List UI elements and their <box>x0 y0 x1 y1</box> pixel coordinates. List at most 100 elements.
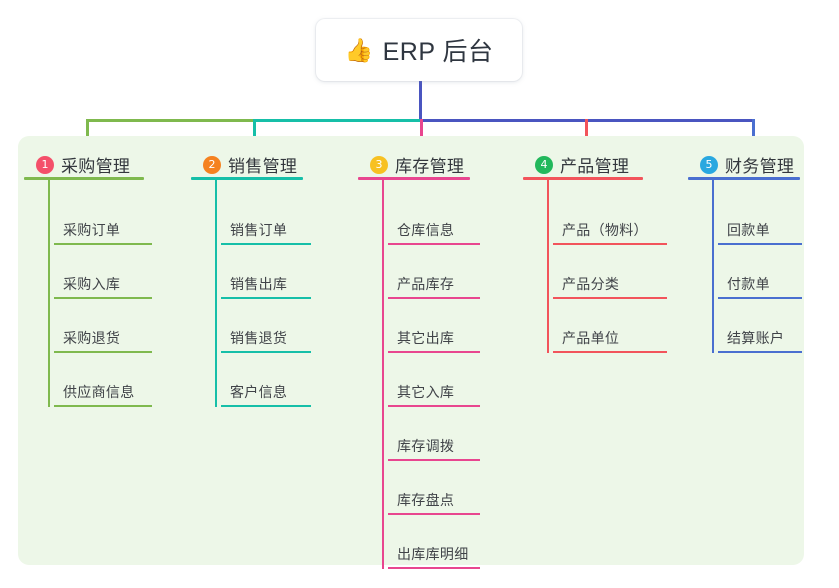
module-item[interactable]: 产品（物料） <box>553 191 667 245</box>
module-item[interactable]: 出库库明细 <box>388 515 480 569</box>
module-item-rule <box>388 405 480 407</box>
module-item-rule <box>388 243 480 245</box>
module-item-label: 产品单位 <box>562 330 620 346</box>
module-item-label: 供应商信息 <box>63 384 135 400</box>
module-item[interactable]: 其它入库 <box>388 353 480 407</box>
module-item-rule <box>388 297 480 299</box>
root-node-label: 👍 ERP 后台 <box>344 32 493 68</box>
module-item[interactable]: 其它出库 <box>388 299 480 353</box>
module-item-label: 其它出库 <box>397 330 455 346</box>
module-item[interactable]: 销售订单 <box>221 191 311 245</box>
module-spine <box>215 179 217 407</box>
module-item-label: 库存调拨 <box>397 438 455 454</box>
branch-drop-1 <box>86 119 89 142</box>
module-item[interactable]: 销售出库 <box>221 245 311 299</box>
module-item-label: 产品库存 <box>397 276 455 292</box>
module-item-label: 仓库信息 <box>397 222 455 238</box>
module-item-label: 回款单 <box>727 222 770 238</box>
module-item[interactable]: 产品单位 <box>553 299 667 353</box>
module-spine <box>547 179 549 353</box>
module-item-rule <box>553 351 667 353</box>
module-item-rule <box>221 405 311 407</box>
module-column: 3 库存管理仓库信息产品库存其它出库其它入库库存调拨库存盘点出库库明细 <box>358 136 482 569</box>
module-item[interactable]: 采购订单 <box>54 191 152 245</box>
module-item-rule <box>54 351 152 353</box>
module-header-3[interactable]: 3 库存管理 <box>370 152 464 177</box>
module-item-label: 销售出库 <box>230 276 288 292</box>
module-item[interactable]: 销售退货 <box>221 299 311 353</box>
branch-drop-5 <box>752 119 755 142</box>
module-header-rule <box>523 177 643 180</box>
module-item-label: 产品（物料） <box>562 222 648 238</box>
module-title: 库存管理 <box>395 157 465 176</box>
module-item-rule <box>54 297 152 299</box>
module-item-rule <box>54 405 152 407</box>
module-item-rule <box>718 297 802 299</box>
module-item[interactable]: 库存盘点 <box>388 461 480 515</box>
module-title: 采购管理 <box>61 157 131 176</box>
module-item-label: 付款单 <box>727 276 770 292</box>
module-item-rule <box>553 297 667 299</box>
module-column: 2 销售管理销售订单销售出库销售退货客户信息 <box>191 136 315 565</box>
module-item-label: 出库库明细 <box>397 546 469 562</box>
module-spine <box>382 179 384 569</box>
module-item-label: 销售退货 <box>230 330 288 346</box>
module-item-rule <box>221 297 311 299</box>
bus-segment-1 <box>86 119 256 122</box>
module-item-rule <box>388 351 480 353</box>
module-item-rule <box>388 567 480 569</box>
module-item[interactable]: 客户信息 <box>221 353 311 407</box>
module-spine <box>712 179 714 353</box>
module-item[interactable]: 产品分类 <box>553 245 667 299</box>
module-item[interactable]: 供应商信息 <box>54 353 152 407</box>
module-item-rule <box>388 513 480 515</box>
module-item-rule <box>221 243 311 245</box>
module-item-label: 采购订单 <box>63 222 121 238</box>
module-item[interactable]: 采购退货 <box>54 299 152 353</box>
root-stem <box>419 81 422 122</box>
module-item-label: 客户信息 <box>230 384 288 400</box>
module-header-rule <box>358 177 470 180</box>
module-item-rule <box>718 243 802 245</box>
root-node-title: ERP 后台 <box>382 38 494 66</box>
module-item-label: 库存盘点 <box>397 492 455 508</box>
module-item-label: 采购退货 <box>63 330 121 346</box>
module-item[interactable]: 产品库存 <box>388 245 480 299</box>
module-number-badge: 5 <box>700 155 718 174</box>
branch-drop-3 <box>420 119 423 142</box>
module-item-label: 其它入库 <box>397 384 455 400</box>
module-title: 财务管理 <box>725 157 795 176</box>
module-number-badge: 2 <box>203 155 221 174</box>
module-item[interactable]: 结算账户 <box>718 299 802 353</box>
module-item[interactable]: 库存调拨 <box>388 407 480 461</box>
module-title: 产品管理 <box>560 157 630 176</box>
module-column: 5 财务管理回款单付款单结算账户 <box>688 136 812 565</box>
module-item[interactable]: 回款单 <box>718 191 802 245</box>
module-header-5[interactable]: 5 财务管理 <box>700 152 794 177</box>
module-item-label: 产品分类 <box>562 276 620 292</box>
module-header-2[interactable]: 2 销售管理 <box>203 152 297 177</box>
module-item[interactable]: 采购入库 <box>54 245 152 299</box>
root-node[interactable]: 👍 ERP 后台 <box>316 19 522 81</box>
module-spine <box>48 179 50 407</box>
module-item-rule <box>718 351 802 353</box>
module-header-rule <box>24 177 144 180</box>
module-number-badge: 3 <box>370 155 388 174</box>
module-item-label: 采购入库 <box>63 276 121 292</box>
module-item-rule <box>553 243 667 245</box>
module-header-rule <box>191 177 303 180</box>
module-item-rule <box>221 351 311 353</box>
module-item[interactable]: 仓库信息 <box>388 191 480 245</box>
module-header-rule <box>688 177 800 180</box>
module-item[interactable]: 付款单 <box>718 245 802 299</box>
module-title: 销售管理 <box>228 157 298 176</box>
branch-drop-4 <box>585 119 588 142</box>
thumbs-up-icon: 👍 <box>344 36 374 63</box>
module-item-rule <box>388 459 480 461</box>
